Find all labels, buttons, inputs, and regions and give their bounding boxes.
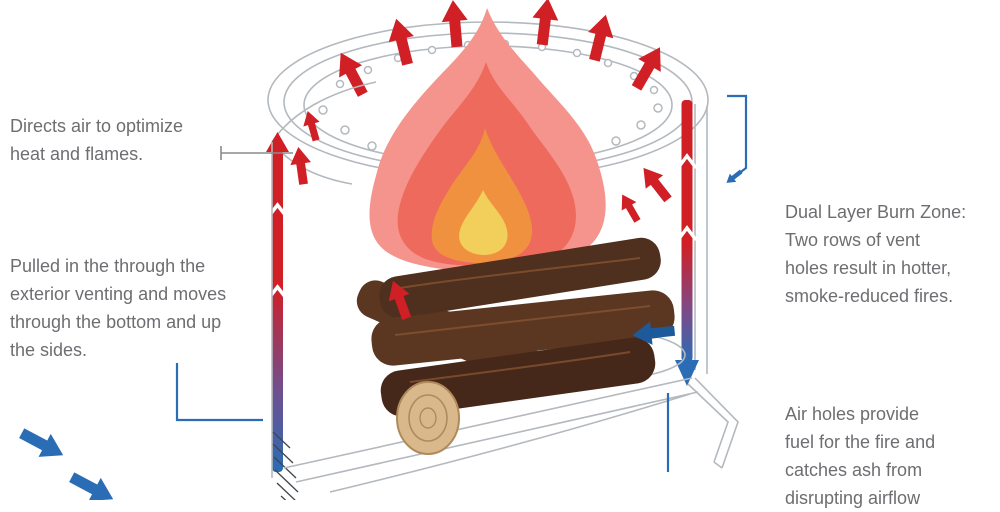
- annotation-line: Directs air to optimize: [10, 116, 184, 136]
- flame-core: [459, 190, 508, 255]
- annotation-directs-air: Directs air to optimize heat and flames.: [10, 112, 183, 168]
- annotation-line: Air holes provide: [785, 404, 920, 424]
- left-wall-heat-gradient: [272, 150, 283, 472]
- hot-air-arrow-icon: [614, 190, 645, 226]
- annotation-line: Pulled in the through the: [10, 256, 206, 276]
- cool-air-arrow-icon: [65, 465, 120, 500]
- cool-air-arrowhead-icon: [723, 167, 745, 188]
- log: [379, 237, 661, 319]
- annotation-line: holes result in hotter,: [785, 258, 952, 278]
- hot-air-arrowhead-icon: [266, 132, 289, 152]
- connector-pulled-in: [175, 363, 263, 422]
- hot-air-arrow-icon: [288, 145, 314, 186]
- annotation-line: through the bottom and up: [10, 312, 222, 332]
- flame: [369, 8, 606, 272]
- annotation-line: catches ash from: [785, 460, 923, 480]
- annotation-line: the sides.: [10, 340, 88, 360]
- firewood-logs: [356, 237, 675, 455]
- connector-dual-layer: [723, 94, 748, 188]
- annotation-line: fuel for the fire and: [785, 432, 936, 452]
- annotation-air-holes: Air holes provide fuel for the fire and …: [785, 400, 935, 512]
- cool-air-arrow-icon: [15, 421, 70, 467]
- right-wall-heat-gradient: [681, 100, 693, 362]
- right-wall: [675, 100, 708, 386]
- annotation-dual-layer: Dual Layer Burn Zone: Two rows of vent h…: [785, 198, 966, 310]
- hot-air-arrow-icon: [383, 15, 421, 68]
- annotation-line: Two rows of vent: [785, 230, 921, 250]
- cool-air-arrowhead-icon: [675, 360, 699, 386]
- log-end-grain: [396, 381, 460, 455]
- connector-directs-air: [220, 146, 293, 160]
- fire-pit-illustration: [15, 0, 748, 500]
- log: [371, 290, 675, 366]
- connectors: [175, 94, 748, 472]
- annotation-pulled-in: Pulled in the through the exterior venti…: [10, 252, 226, 364]
- annotation-line: smoke-reduced fires.: [785, 286, 954, 306]
- annotation-line: Dual Layer Burn Zone:: [785, 202, 967, 222]
- hot-air-arrow-icon: [634, 161, 677, 207]
- annotation-line: heat and flames.: [10, 144, 144, 164]
- annotation-line: exterior venting and moves: [10, 284, 227, 304]
- left-wall-cutaway: [266, 81, 377, 500]
- annotation-line: disrupting airflow: [785, 488, 921, 508]
